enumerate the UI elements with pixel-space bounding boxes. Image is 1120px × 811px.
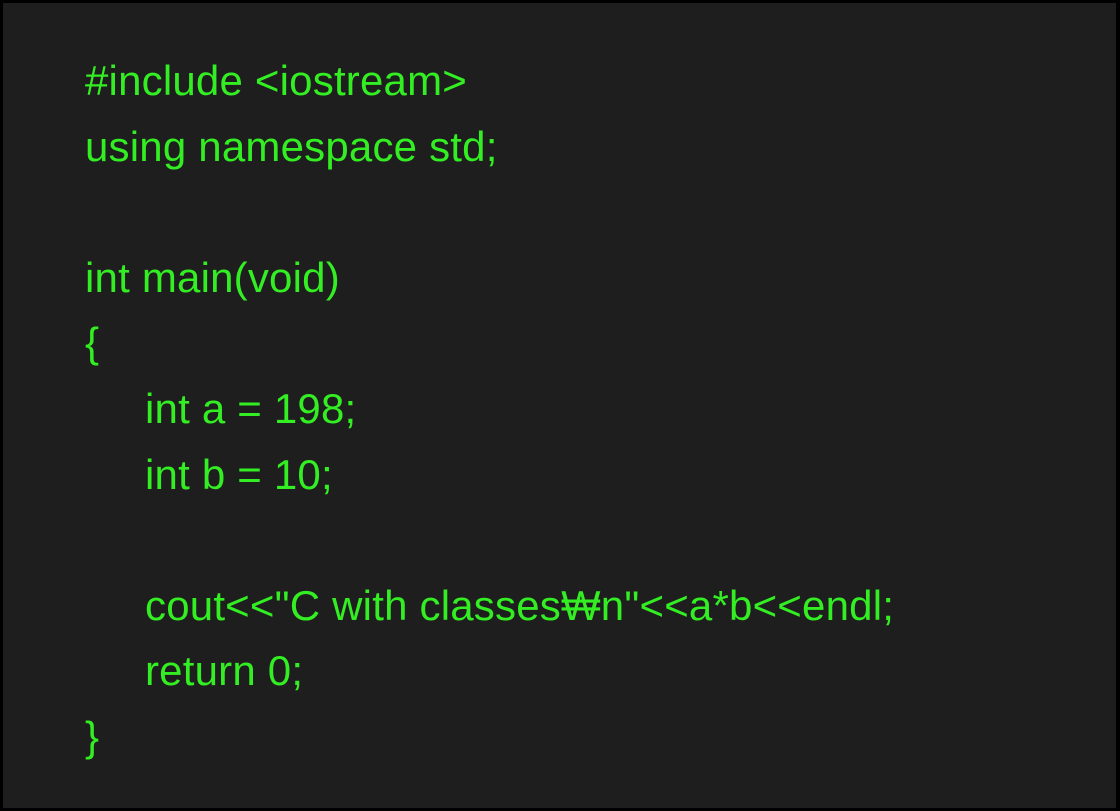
code-editor: #include <iostream> using namespace std;… [3, 3, 1116, 808]
code-line-9: cout<<"C with classes₩n"<<a*b<<endl; [145, 581, 895, 629]
code-line-8 [85, 507, 894, 573]
code-line-10: return 0; [145, 647, 304, 695]
code-line-6: int a = 198; [145, 384, 357, 432]
code-line-7: int b = 10; [145, 450, 333, 498]
code-line-2: using namespace std; [85, 122, 498, 170]
code-line-3 [85, 179, 894, 245]
code-line-4: int main(void) [85, 253, 340, 301]
code-block: #include <iostream> using namespace std;… [85, 48, 894, 770]
code-line-1: #include <iostream> [85, 57, 468, 104]
code-line-5: { [85, 319, 100, 367]
code-line-11: } [85, 712, 100, 760]
